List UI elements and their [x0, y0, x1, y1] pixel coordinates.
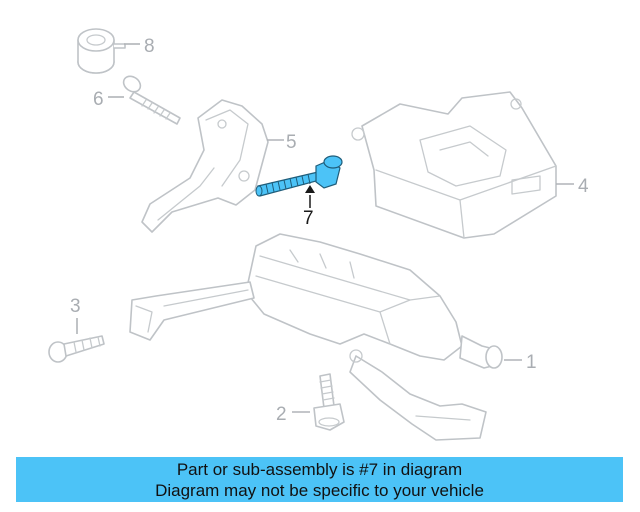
banner-line-disclaimer: Diagram may not be specific to your vehi…	[155, 480, 484, 500]
callout-1: 1	[526, 352, 537, 373]
part-3-bolt	[48, 335, 105, 363]
callout-3: 3	[70, 296, 81, 317]
callout-7: 7	[303, 208, 314, 229]
part-1-steering-column	[129, 233, 503, 441]
part-8-bushing	[77, 28, 126, 74]
exploded-parts-diagram: 8 6 5 4	[48, 28, 589, 441]
part-6-bolt	[122, 75, 181, 125]
info-banner: Part or sub-assembly is #7 in diagram Di…	[16, 457, 623, 502]
part-2-bolt	[313, 373, 345, 431]
callout-5: 5	[286, 132, 297, 153]
part-7-bolt-highlighted	[255, 155, 343, 197]
part-5-bracket	[141, 99, 269, 233]
callout-6: 6	[93, 89, 104, 110]
callout-4: 4	[578, 176, 589, 197]
banner-line-part-info: Part or sub-assembly is #7 in diagram	[176, 459, 463, 479]
leader-7-arrow	[305, 185, 315, 193]
callout-8: 8	[144, 36, 155, 57]
callout-2: 2	[276, 404, 287, 425]
part-4-housing	[351, 91, 557, 239]
